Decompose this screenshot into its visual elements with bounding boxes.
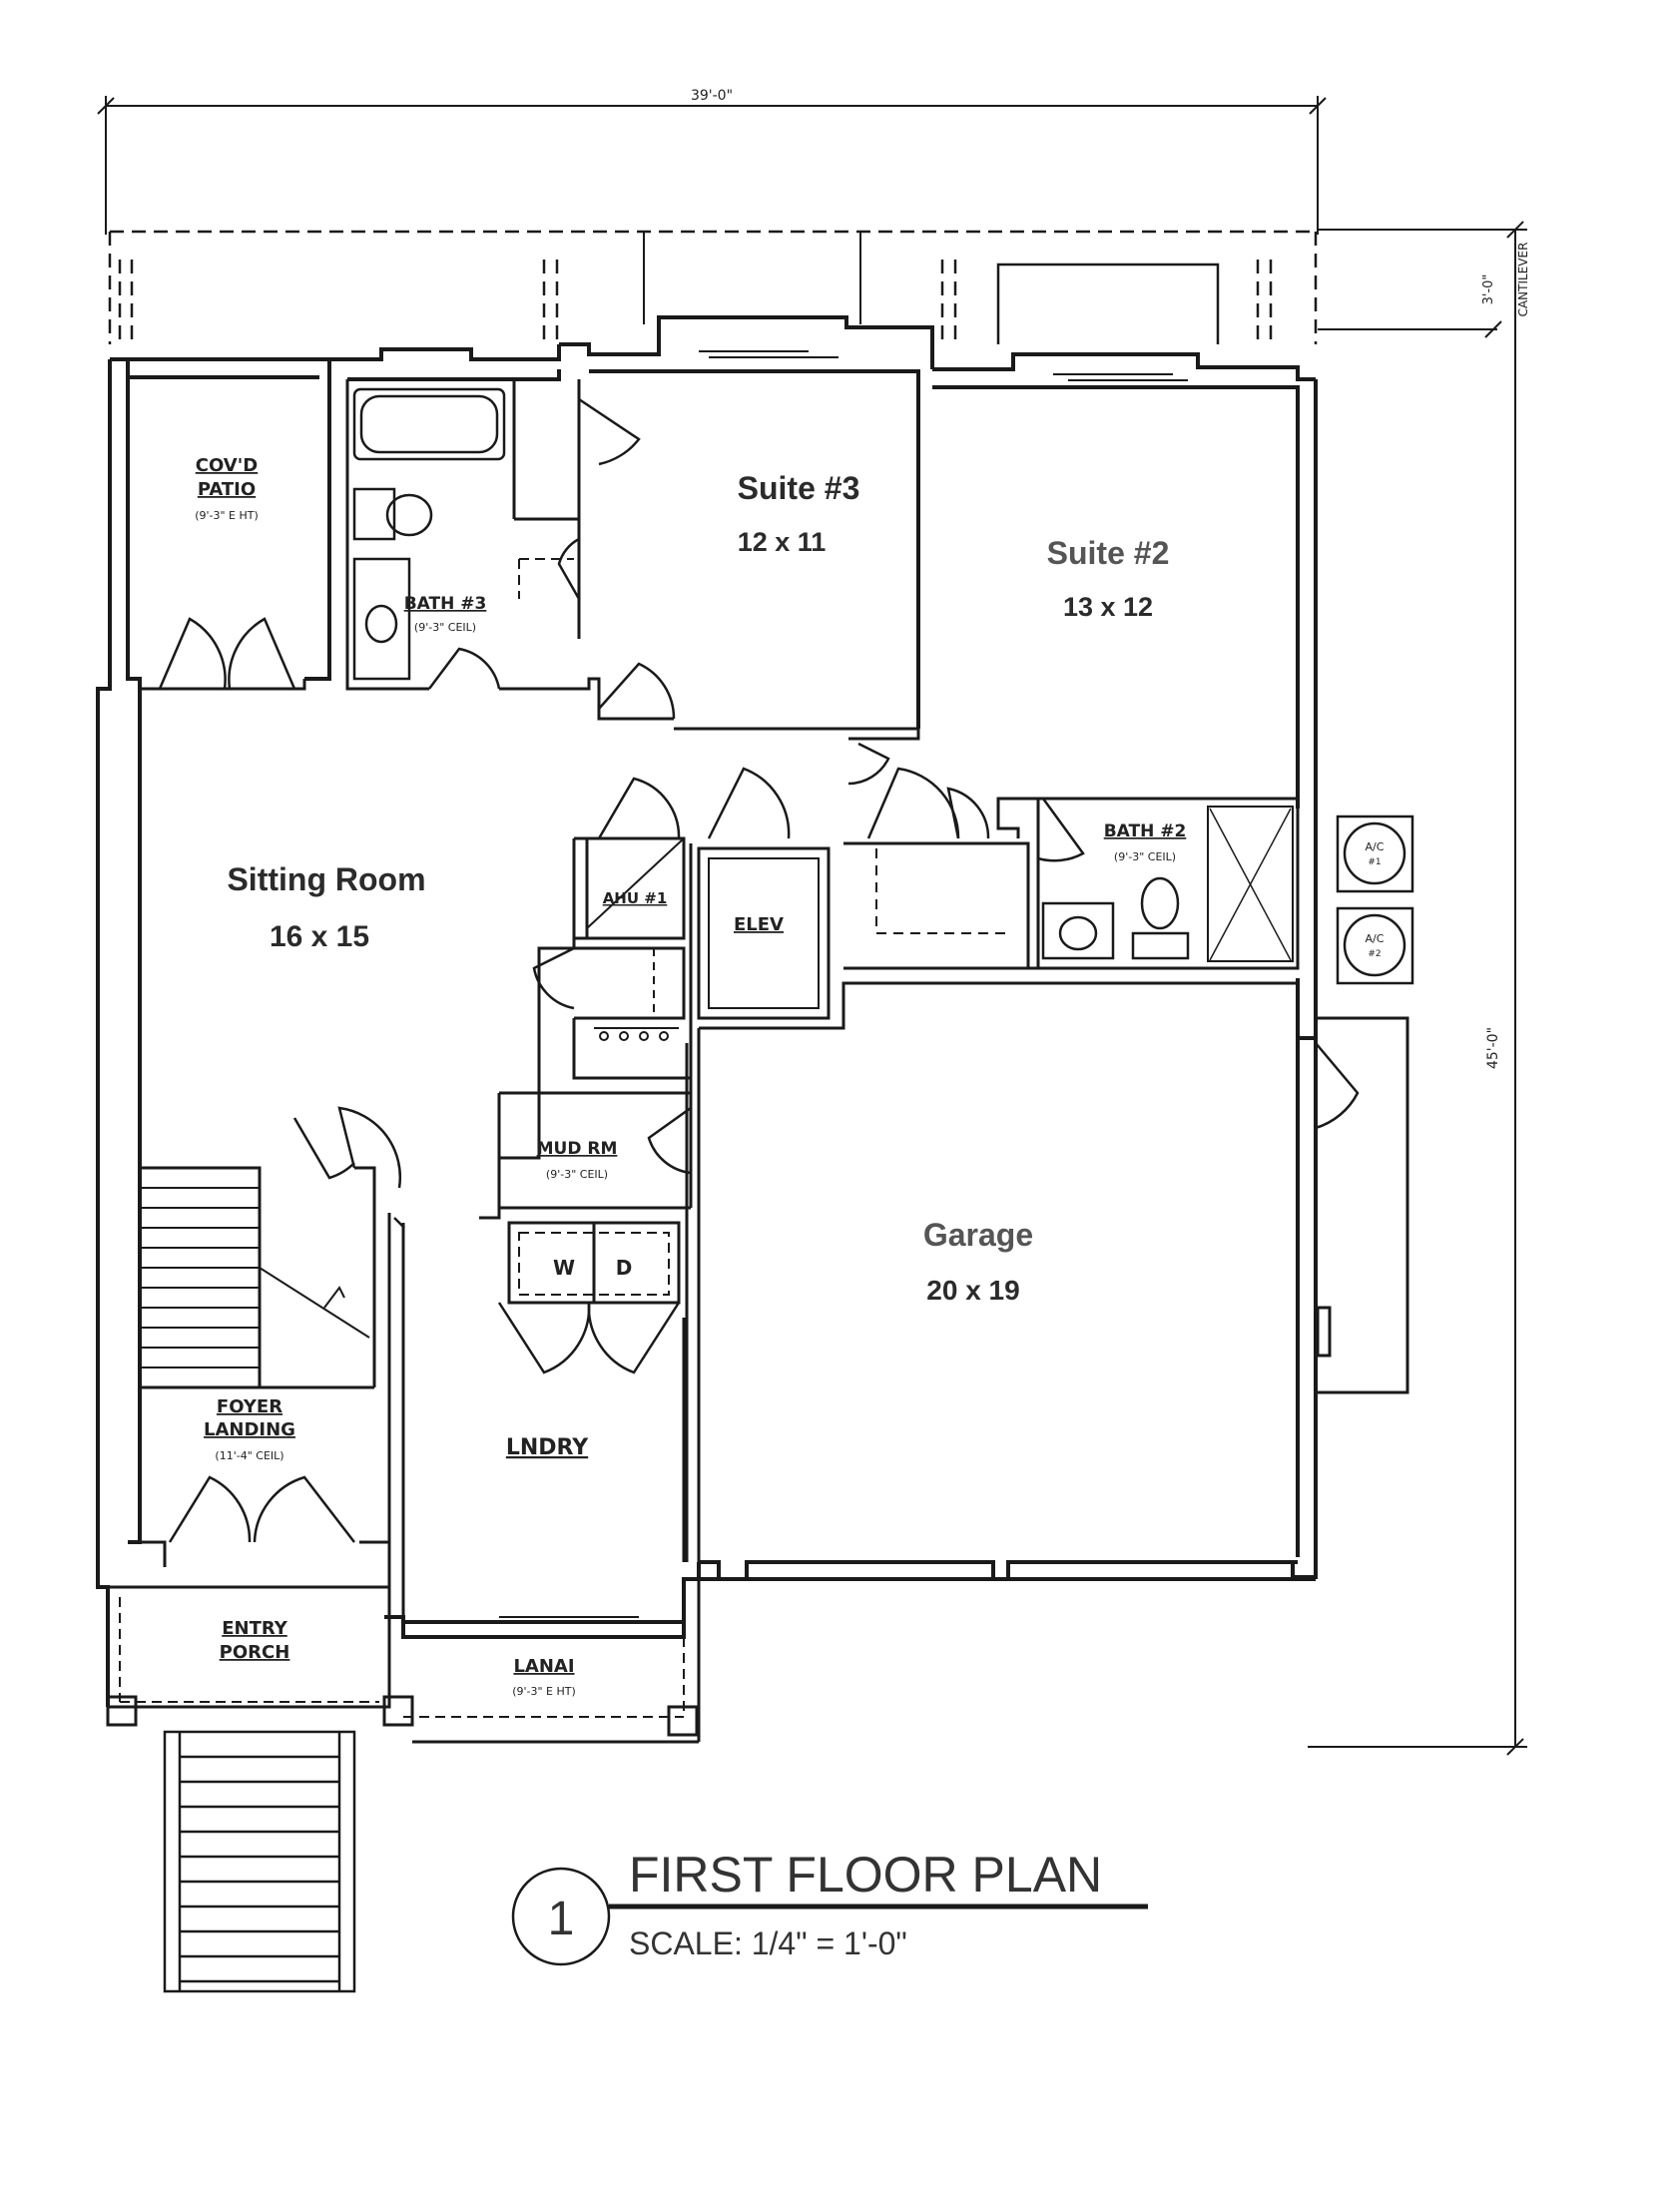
ac1-label: A/C (1366, 840, 1385, 853)
dimension-depth (1308, 221, 1527, 1756)
cantilever-label: CANTILEVER (1516, 243, 1530, 317)
garage-name: Garage (923, 1217, 1033, 1253)
dryer-label: D (616, 1256, 633, 1280)
sliding-doors (499, 350, 1188, 1624)
title-scale: SCALE: 1/4" = 1'-0" (629, 1925, 907, 1961)
covd-patio-name2: PATIO (198, 479, 256, 500)
ac1-num: #1 (1368, 857, 1381, 867)
suite3-name: Suite #3 (738, 470, 860, 506)
title-text: FIRST FLOOR PLAN (629, 1847, 1102, 1903)
title-block (511, 1867, 1148, 1966)
title-number: 1 (548, 1893, 575, 1945)
dimension-width (97, 96, 1327, 235)
stair-treads (140, 1187, 370, 1368)
foyer-name: FOYER (217, 1396, 282, 1417)
sitting-name: Sitting Room (227, 861, 425, 897)
entry-name2: PORCH (220, 1642, 290, 1663)
lanai-name: LANAI (513, 1656, 574, 1677)
foyer-note: (11'-4" CEIL) (215, 1449, 283, 1462)
bath2-name: BATH #2 (1104, 821, 1187, 841)
interior-walls (140, 379, 1409, 1617)
entry-stairs (163, 1730, 356, 1993)
dim-depth-label: 45'-0" (1485, 1027, 1501, 1069)
lanai-note: (9'-3" E HT) (512, 1685, 576, 1698)
sitting-size: 16 x 15 (270, 920, 369, 953)
suite2-name: Suite #2 (1047, 535, 1170, 571)
suite3-size: 12 x 11 (738, 527, 827, 557)
bath3-name: BATH #3 (404, 594, 487, 614)
covd-patio-name: COV'D (196, 455, 258, 476)
dim-cantilever-label: 3'-0" (1481, 274, 1496, 305)
cantilever-outline (108, 230, 1318, 344)
closet-details (518, 558, 679, 1041)
bath2-note: (9'-3" CEIL) (1114, 850, 1176, 863)
mud-note: (9'-3" CEIL) (546, 1168, 608, 1181)
exterior-walls (96, 315, 1318, 1707)
washer-label: W (553, 1256, 575, 1280)
foyer-name2: LANDING (204, 1419, 295, 1440)
dim-width-label: 39'-0" (691, 88, 733, 104)
door-swings (158, 397, 1360, 1543)
covd-patio-note: (9'-3" E HT) (195, 509, 259, 522)
elev-label: ELEV (734, 914, 784, 935)
entry-name: ENTRY (222, 1618, 288, 1639)
porch-outline (106, 1579, 701, 1744)
mud-name: MUD RM (537, 1139, 618, 1159)
suite2-size: 13 x 12 (1063, 592, 1153, 622)
bath3-fixtures (352, 387, 506, 681)
ahu-label: AHU #1 (603, 889, 668, 907)
ac-units (1336, 815, 1414, 985)
bath3-note: (9'-3" CEIL) (414, 621, 476, 634)
laundry-name: LNDRY (506, 1435, 589, 1460)
bath2-fixtures (1041, 876, 1190, 960)
garage-size: 20 x 19 (926, 1275, 1019, 1306)
ac2-label: A/C (1366, 932, 1385, 945)
ac2-num: #2 (1368, 949, 1381, 959)
